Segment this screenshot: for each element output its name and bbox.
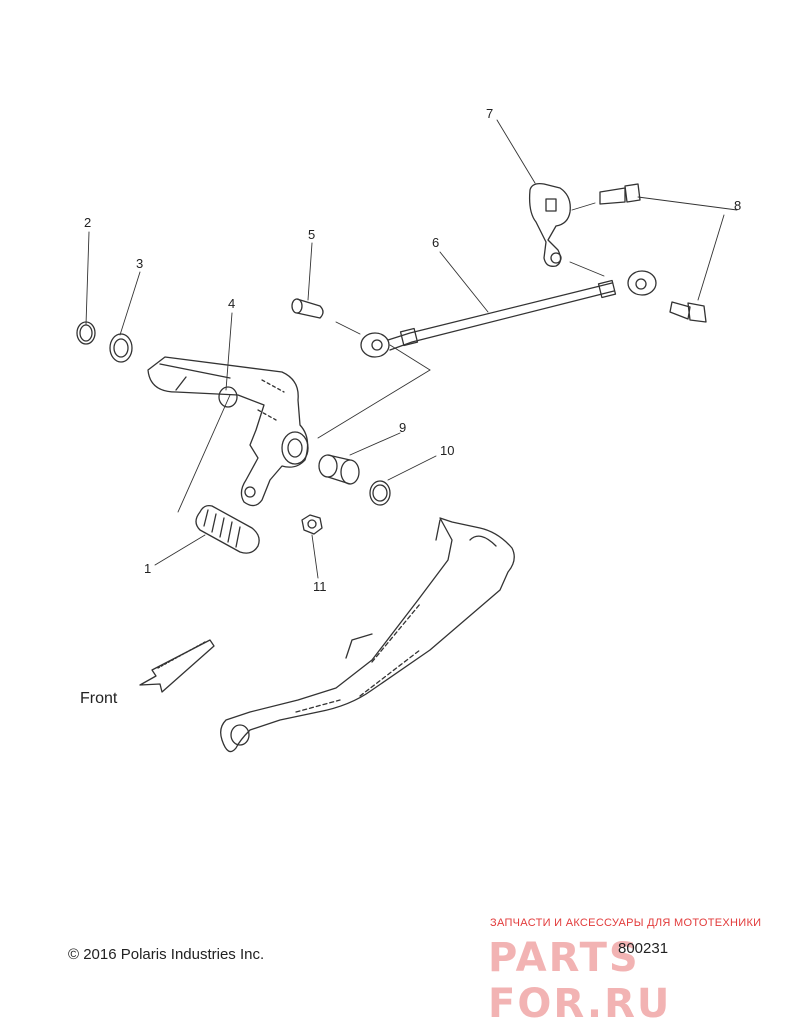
callout-5: 5 [308,227,316,242]
watermark-logo: PARTS FOR.RU [488,935,672,1027]
part-bushing [318,454,360,485]
copyright-text: © 2016 Polaris Industries Inc. [68,946,265,963]
part-bolt-8a [599,183,641,205]
part-pedal-rubber [195,504,260,554]
callout-7: 7 [486,106,494,121]
callout-3: 3 [136,256,144,271]
callout-8: 8 [734,198,742,213]
callout-9: 9 [399,420,407,435]
callout-11: 11 [313,579,327,594]
part-shift-arm [528,182,571,267]
watermark-tagline: ЗАПЧАСТИ И АКСЕССУАРЫ ДЛЯ МОТОТЕХНИКИ [490,917,762,929]
callout-1: 1 [144,561,152,576]
callout-2: 2 [84,215,92,230]
part-washer [109,333,133,363]
part-number: 800231 [618,940,669,957]
leader-lines [85,119,738,579]
part-nut [301,514,323,535]
front-arrow-icon [139,639,215,693]
part-shift-lever [147,356,309,507]
part-bolt-5 [291,298,324,319]
front-label: Front [80,690,118,707]
footpeg-bracket [220,517,515,753]
part-o-ring [369,480,391,506]
callout-10: 10 [440,443,455,458]
callout-6: 6 [432,235,440,250]
part-snap-ring [76,321,96,345]
part-shift-rod [360,270,657,358]
part-bolt-8b [669,301,707,323]
callout-4: 4 [228,296,236,311]
